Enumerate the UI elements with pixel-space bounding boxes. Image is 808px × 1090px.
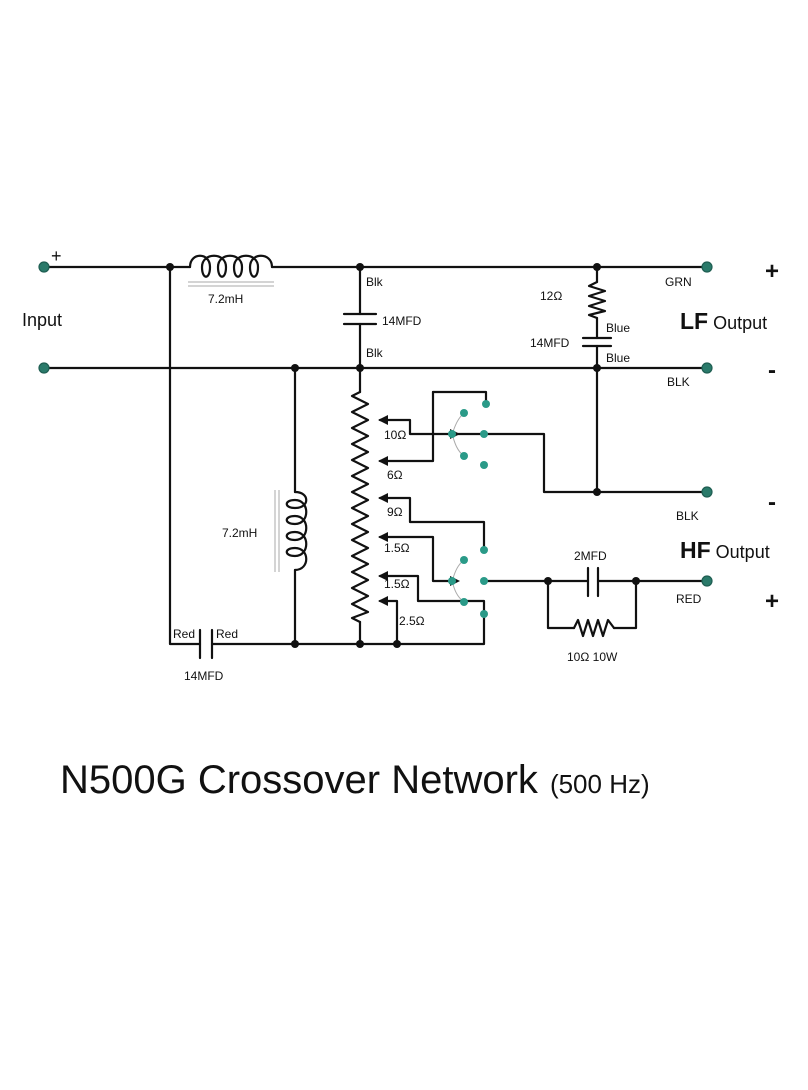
lf-switch bbox=[448, 400, 490, 469]
input-plus-label: + bbox=[51, 246, 62, 266]
shunt-inductor bbox=[274, 490, 308, 572]
tap-10-label: 10Ω bbox=[384, 428, 406, 442]
tap-15b-label: 1.5Ω bbox=[384, 577, 410, 591]
series-inductor bbox=[188, 254, 274, 287]
tap-6-label: 6Ω bbox=[387, 468, 403, 482]
hf-plus-sign: + bbox=[765, 588, 779, 615]
red-label: RED bbox=[676, 592, 702, 606]
blk-hf-label: BLK bbox=[676, 509, 699, 523]
input-label: Input bbox=[22, 310, 62, 330]
c1-bottom-label: Blk bbox=[366, 346, 384, 360]
hf-minus-terminal bbox=[701, 486, 713, 498]
hf-cap-label: 2MFD bbox=[574, 549, 607, 563]
terminals bbox=[38, 261, 713, 587]
lf-minus-terminal bbox=[701, 362, 713, 374]
wires bbox=[42, 265, 709, 646]
lf-resistor bbox=[587, 280, 607, 320]
grn-label: GRN bbox=[665, 275, 692, 289]
hf-resistor bbox=[572, 618, 616, 638]
c1-top-label: Blk bbox=[366, 275, 384, 289]
hf-minus-sign: - bbox=[768, 489, 776, 516]
bottom-capacitor bbox=[198, 628, 214, 660]
lf-plus-terminal bbox=[701, 261, 713, 273]
hf-capacitor bbox=[586, 566, 600, 598]
c3-right-label: Red bbox=[216, 627, 238, 641]
attenuator-resistor bbox=[350, 390, 370, 624]
input-plus-terminal bbox=[38, 261, 50, 273]
lf-capacitor bbox=[581, 336, 613, 348]
lf-cap-bottom-label: Blue bbox=[606, 351, 630, 365]
lf-resistor-label: 12Ω bbox=[540, 289, 562, 303]
tap-9-label: 9Ω bbox=[387, 505, 403, 519]
lf-cap-label: 14MFD bbox=[530, 336, 570, 350]
page-title: N500G Crossover Network(500 Hz) bbox=[60, 758, 650, 802]
c3-label: 14MFD bbox=[184, 669, 224, 683]
blk-lf-label: BLK bbox=[667, 375, 690, 389]
c1-label: 14MFD bbox=[382, 314, 422, 328]
l2-label: 7.2mH bbox=[222, 526, 257, 540]
hf-switch bbox=[448, 546, 488, 618]
shunt-capacitor bbox=[342, 312, 378, 326]
lf-plus-sign: + bbox=[765, 258, 779, 285]
lf-cap-top-label: Blue bbox=[606, 321, 630, 335]
l1-label: 7.2mH bbox=[208, 292, 243, 306]
tap-15a-label: 1.5Ω bbox=[384, 541, 410, 555]
hf-resistor-label: 10Ω 10W bbox=[567, 650, 618, 664]
tap-25-label: 2.5Ω bbox=[399, 614, 425, 628]
c3-left-label: Red bbox=[173, 627, 195, 641]
input-minus-terminal bbox=[38, 362, 50, 374]
lf-minus-sign: - bbox=[768, 357, 776, 384]
hf-plus-terminal bbox=[701, 575, 713, 587]
junctions bbox=[166, 263, 640, 648]
